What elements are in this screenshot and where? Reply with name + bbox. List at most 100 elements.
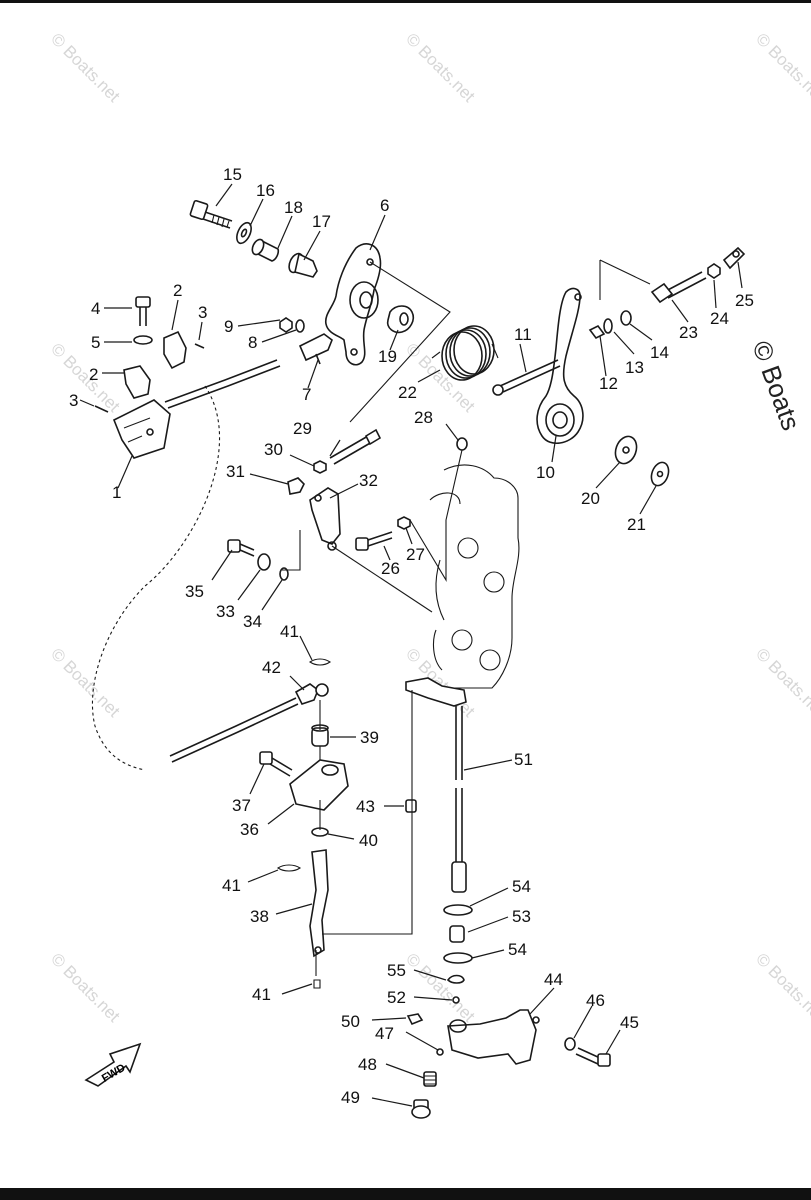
watermark: © Boats.net (752, 949, 811, 1026)
part-25-joint (722, 246, 746, 270)
callout-47: 47 (375, 1024, 394, 1043)
part-3-pin (94, 405, 109, 413)
callout-29: 29 (293, 419, 312, 438)
side-watermark: © Boats (746, 337, 806, 435)
top-border (0, 0, 811, 3)
callout-41: 41 (280, 622, 299, 641)
throttle-cable (91, 359, 281, 771)
part-17-bushing (288, 252, 318, 278)
part-43-clip (405, 799, 417, 813)
part-44-lever (447, 1009, 540, 1065)
callout-10: 10 (536, 463, 555, 482)
part-21-washer (650, 461, 670, 487)
part-37-bolt (259, 751, 293, 777)
part-55-clip (446, 974, 465, 984)
part-7-joint (298, 333, 333, 365)
part-38-shift-rod (309, 849, 329, 958)
part-33-collar (257, 553, 271, 571)
callout-44: 44 (544, 970, 563, 989)
part-2-clamp-upper (163, 330, 187, 370)
callout-5: 5 (91, 333, 100, 352)
leader-lines (79, 183, 743, 1107)
part-31-joint (287, 477, 305, 495)
callout-51: 51 (514, 750, 533, 769)
callout-17: 17 (312, 212, 331, 231)
part-32-link (309, 487, 341, 551)
part-47-ball (436, 1048, 444, 1056)
callout-25: 25 (735, 291, 754, 310)
callout-39: 39 (360, 728, 379, 747)
callout-34: 34 (243, 612, 262, 631)
watermark: © Boats.net (752, 644, 811, 721)
part-20-washer (614, 435, 638, 465)
callout-3: 3 (69, 391, 78, 410)
part-15-bolt (189, 199, 233, 229)
callout-19: 19 (378, 347, 397, 366)
callout-32: 32 (359, 471, 378, 490)
callout-50: 50 (341, 1012, 360, 1031)
callout-28: 28 (414, 408, 433, 427)
part-10-lever (536, 287, 584, 444)
watermark: © Boats.net (47, 29, 124, 106)
callout-36: 36 (240, 820, 259, 839)
callout-48: 48 (358, 1055, 377, 1074)
callout-41: 41 (222, 876, 241, 895)
reference-lines (282, 259, 651, 976)
callout-31: 31 (226, 462, 245, 481)
part-9-nut (279, 317, 293, 333)
part-30-nut (313, 460, 327, 474)
part-52-ball (452, 996, 460, 1004)
part-5-washer (133, 335, 153, 345)
callout-41: 41 (252, 985, 271, 1004)
callout-24: 24 (710, 309, 729, 328)
part-41-clip (309, 658, 331, 666)
callout-4: 4 (91, 299, 100, 318)
part-28-washer (456, 437, 468, 451)
part-41-clip (277, 864, 301, 872)
callout-43: 43 (356, 797, 375, 816)
part-12-spacer (588, 324, 606, 340)
callout-35: 35 (185, 582, 204, 601)
callout-15: 15 (223, 165, 242, 184)
part-2-clamp-lower (123, 365, 151, 399)
callout-54: 54 (512, 877, 531, 896)
callout-33: 33 (216, 602, 235, 621)
part-34-washer (279, 567, 289, 581)
part-54-washer (443, 904, 473, 916)
callout-12: 12 (599, 374, 618, 393)
callout-14: 14 (650, 343, 669, 362)
callout-labels: 15 16 18 17 6 2 4 3 5 2 3 1 9 8 7 19 11 … (69, 165, 754, 1107)
callout-2: 2 (173, 281, 182, 300)
callout-40: 40 (359, 831, 378, 850)
callout-46: 46 (586, 991, 605, 1010)
callout-21: 21 (627, 515, 646, 534)
part-35-screw (227, 539, 255, 557)
callout-53: 53 (512, 907, 531, 926)
part-6-bracket (324, 243, 382, 366)
watermark: © Boats.net (47, 339, 124, 416)
watermark: © Boats.net (402, 29, 479, 106)
shift-cable (169, 697, 299, 763)
callout-54: 54 (508, 940, 527, 959)
callout-6: 6 (380, 196, 389, 215)
callout-3: 3 (198, 303, 207, 322)
part-50-nipple (406, 1013, 424, 1026)
part-26-screw (355, 531, 393, 551)
callout-20: 20 (581, 489, 600, 508)
watermark: © Boats.net (47, 644, 124, 721)
callout-49: 49 (341, 1088, 360, 1107)
watermark: © Boats.net (752, 29, 811, 106)
callout-45: 45 (620, 1013, 639, 1032)
engine-block-outline (429, 464, 520, 689)
part-13-washer (603, 318, 613, 334)
part-27-nut (397, 516, 411, 530)
part-46-washer (564, 1037, 576, 1051)
part-8-washer (295, 319, 305, 333)
part-11-screw (492, 359, 561, 396)
fwd-arrow-icon: FWD (84, 1042, 142, 1087)
part-23-rod (650, 271, 707, 304)
callout-18: 18 (284, 198, 303, 217)
part-22-spring (431, 325, 499, 381)
part-53-collar (449, 925, 465, 943)
part-14-collar (620, 310, 632, 326)
